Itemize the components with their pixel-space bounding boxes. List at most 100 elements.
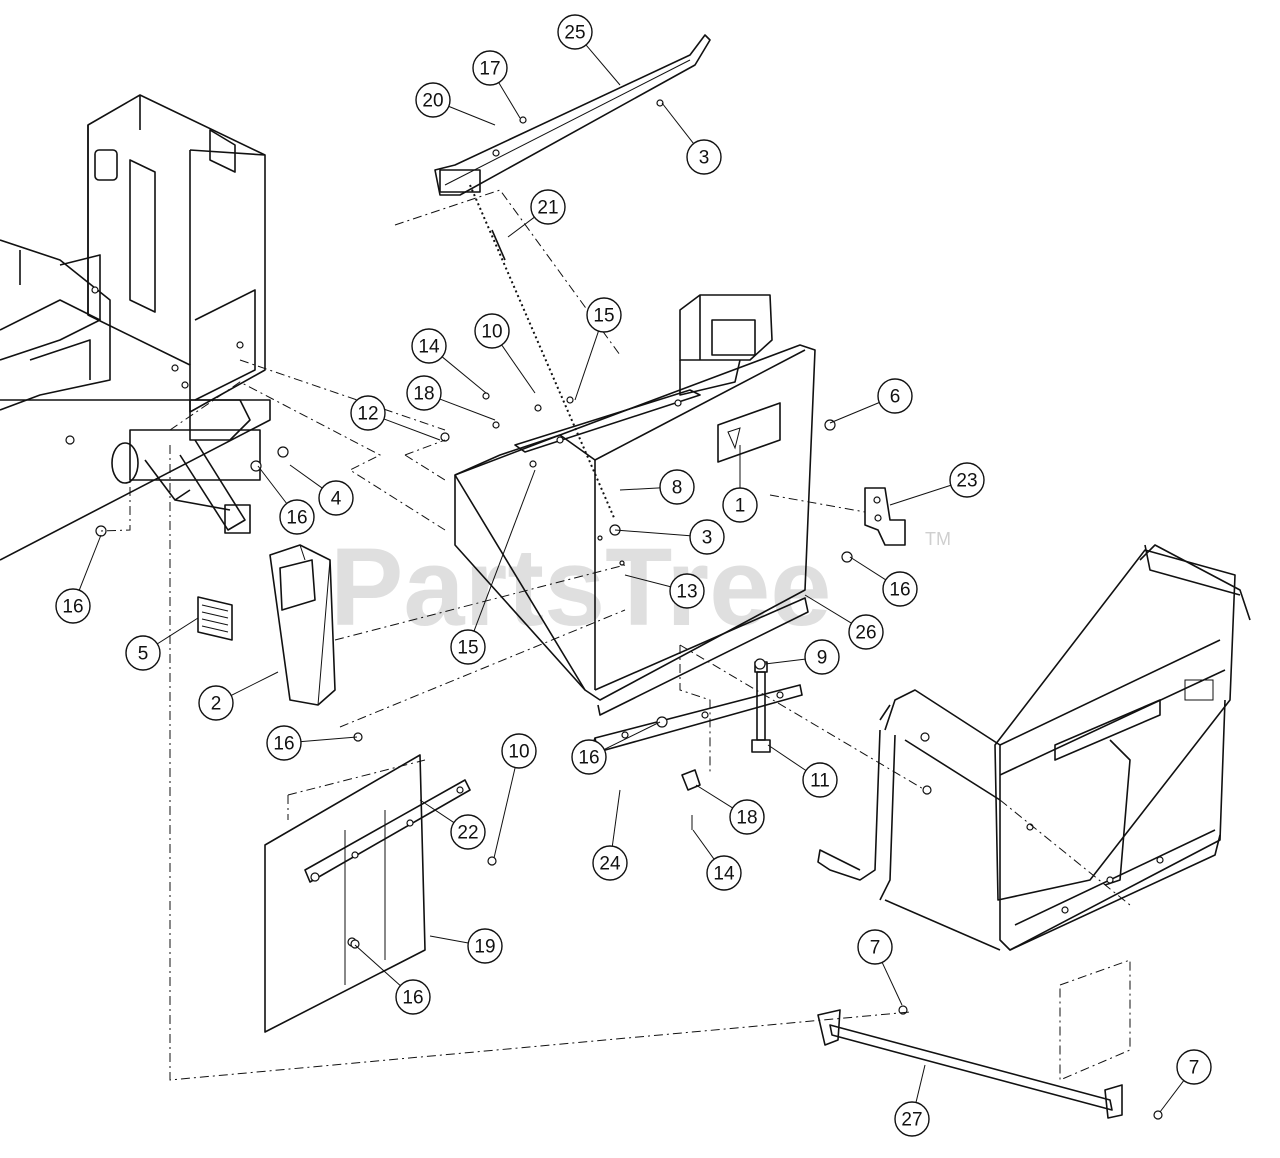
callout-leader-10 [493, 767, 516, 859]
callout-leader-6 [829, 402, 880, 424]
callout-label-21: 21 [537, 198, 558, 219]
callout-circle-13 [669, 573, 705, 609]
hardware [95, 392, 1163, 1120]
callout-label-22: 22 [457, 823, 478, 844]
callout-label-3: 3 [702, 528, 713, 549]
callout-leader-16 [849, 556, 886, 581]
callout-circle-3 [689, 519, 725, 555]
deflector-rod [434, 34, 711, 196]
callout-leader-17 [498, 82, 521, 119]
callout-circle-16 [266, 725, 302, 761]
callout-leader-10 [501, 344, 536, 394]
callout-label-4: 4 [331, 489, 342, 510]
callout-label-27: 27 [901, 1110, 922, 1131]
callout-leader-2 [230, 671, 279, 696]
chute-cover [269, 544, 336, 706]
callout-leader-13 [624, 574, 671, 588]
callout-leader-23 [889, 484, 951, 506]
callout-circle-16 [882, 571, 918, 607]
callout-circle-6 [877, 378, 913, 414]
callout-label-16: 16 [578, 748, 599, 769]
callout-leader-4 [289, 464, 323, 489]
callout-label-19: 19 [474, 937, 495, 958]
chute-housing [454, 294, 816, 716]
callout-leader-25 [585, 44, 621, 86]
callout-label-9: 9 [817, 648, 828, 669]
callout-leader-21 [507, 216, 535, 238]
alignment-lines [100, 189, 1131, 1081]
callout-label-17: 17 [479, 59, 500, 80]
callout-circle-5 [125, 635, 161, 671]
callout-leader-11 [767, 744, 807, 771]
callout-label-15: 15 [593, 306, 614, 327]
callout-label-7: 7 [1189, 1058, 1200, 1079]
callout-circle-15 [586, 297, 622, 333]
callout-leader-16 [257, 465, 288, 504]
callout-leader-15 [574, 330, 599, 401]
callout-label-16: 16 [273, 734, 294, 755]
callout-circle-12 [350, 395, 386, 431]
callout-leader-9 [764, 658, 806, 665]
chassis-frame [0, 94, 271, 561]
callout-leader-16 [354, 944, 401, 987]
callout-leader-16 [300, 736, 358, 743]
callout-circle-16 [279, 499, 315, 535]
callout-label-18: 18 [413, 384, 434, 405]
callout-circle-26 [848, 614, 884, 650]
callout-leader-26 [804, 594, 852, 624]
watermark-text: PartsTree [330, 526, 831, 649]
callout-circle-2 [198, 685, 234, 721]
callout-circle-16 [395, 979, 431, 1015]
callout-leader-3 [614, 529, 691, 537]
callout-circle-4 [318, 480, 354, 516]
callout-label-13: 13 [676, 582, 697, 603]
callout-leader-18 [439, 398, 496, 421]
callout-label-23: 23 [956, 471, 977, 492]
callout-label-6: 6 [890, 387, 901, 408]
callout-circle-16 [571, 739, 607, 775]
callout-circle-10 [501, 733, 537, 769]
callout-leader-19 [429, 935, 469, 944]
callout-label-16: 16 [62, 597, 83, 618]
callout-label-10: 10 [508, 742, 529, 763]
callout-label-1: 1 [735, 496, 746, 517]
rubber-flap [264, 754, 471, 1033]
callout-leader-16 [78, 534, 102, 591]
callout-circle-25 [557, 14, 593, 50]
callout-leader-8 [619, 487, 661, 491]
callout-label-16: 16 [402, 988, 423, 1009]
callout-circle-7 [857, 929, 893, 965]
callout-label-5: 5 [138, 644, 149, 665]
callout-leader-18 [695, 784, 733, 809]
callout-circle-14 [706, 855, 742, 891]
callout-circle-9 [804, 639, 840, 675]
support-bar [817, 1009, 1123, 1119]
callout-label-11: 11 [810, 771, 830, 792]
callout-circle-27 [894, 1101, 930, 1137]
callout-circle-1 [722, 487, 758, 523]
callout-leader-22 [419, 799, 455, 823]
callout-label-24: 24 [599, 854, 621, 875]
callout-label-14: 14 [713, 864, 735, 885]
callout-leader-14 [441, 356, 487, 394]
callout-circle-16 [55, 588, 91, 624]
callout-circle-22 [450, 814, 486, 850]
callout-label-3: 3 [699, 148, 710, 169]
callout-circle-15 [450, 629, 486, 665]
callout-label-16: 16 [286, 508, 307, 529]
callout-circle-19 [467, 928, 503, 964]
callout-circle-20 [415, 82, 451, 118]
callout-leader-15 [473, 469, 536, 632]
callout-leader-14 [692, 829, 715, 860]
callout-label-25: 25 [564, 23, 585, 44]
callout-circle-18 [729, 799, 765, 835]
callout-leader-5 [157, 617, 199, 645]
callout-leader-7 [881, 962, 903, 1006]
callout-circle-3 [686, 139, 722, 175]
callout-leader-7 [1159, 1080, 1185, 1113]
watermark-trademark: TM [925, 529, 951, 549]
callout-circle-21 [530, 189, 566, 225]
callout-circle-23 [949, 462, 985, 498]
mount-bracket [864, 487, 906, 546]
